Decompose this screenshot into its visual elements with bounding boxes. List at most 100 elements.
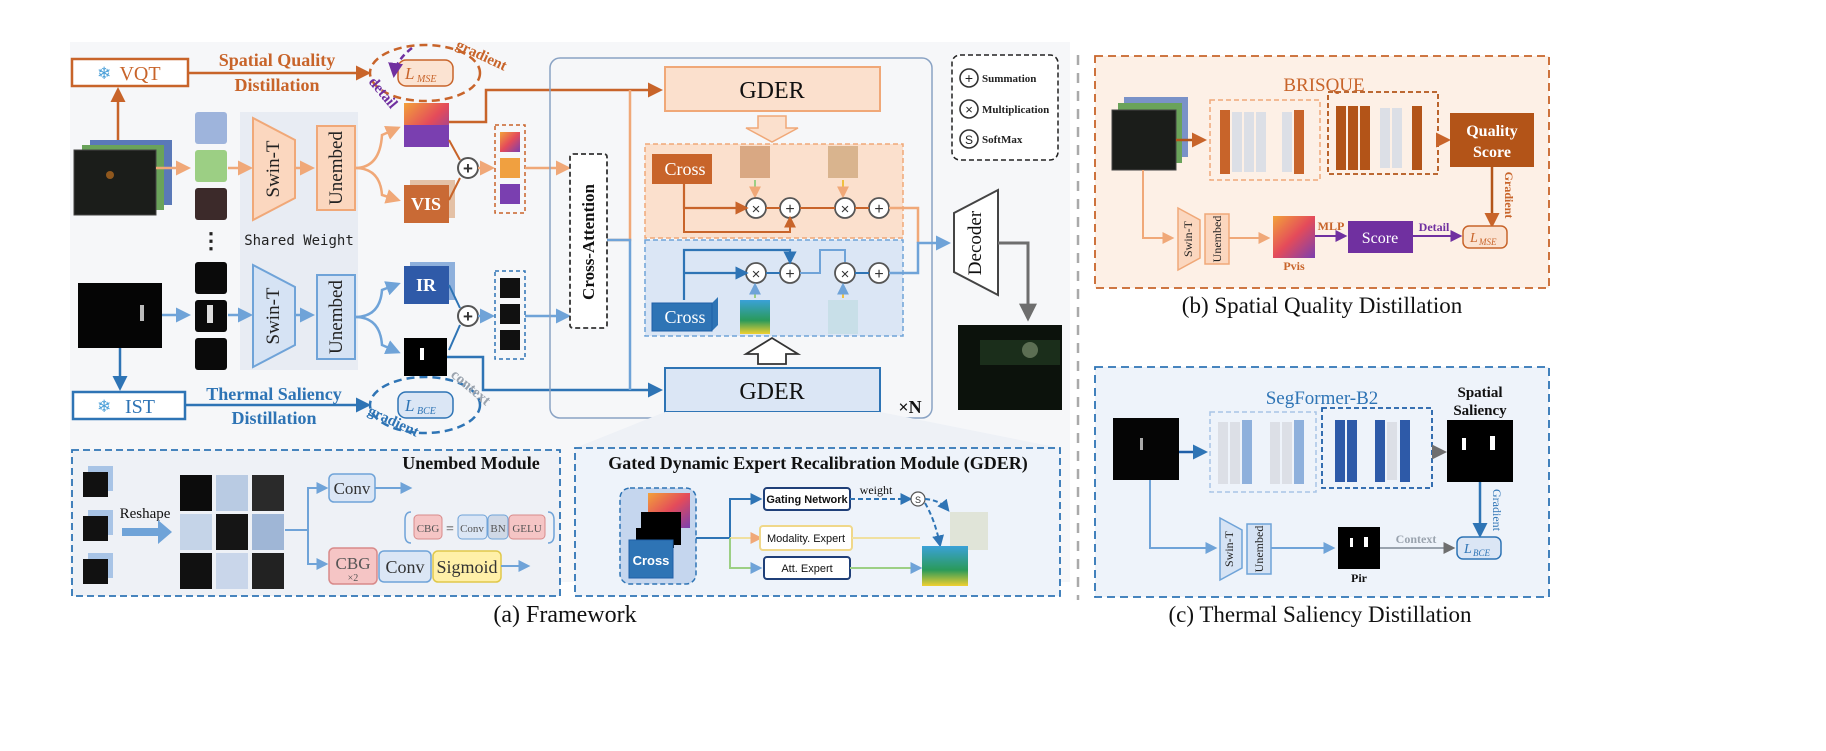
seg-layer-7 xyxy=(1335,420,1345,482)
cbg-def-label: CBG xyxy=(417,523,440,535)
cross-ir-label: Cross xyxy=(664,307,705,327)
c-swin-t xyxy=(1219,516,1243,582)
sum-icon-ir-2-glyph: + xyxy=(874,266,883,283)
seg-layer-6 xyxy=(1294,420,1304,484)
snowflake-icon: ❄ xyxy=(97,64,111,83)
gder-output-map xyxy=(922,546,968,586)
brisque-layer-1 xyxy=(1220,110,1230,174)
sum-icon-vis-glyph: + xyxy=(463,159,473,178)
c-loss-symbol: L xyxy=(1463,542,1472,557)
snowflake-icon-ist: ❄ xyxy=(97,397,111,416)
cross-attention-block xyxy=(569,153,608,329)
swin-t-ir xyxy=(252,263,296,369)
cbg-conv-box xyxy=(457,514,488,540)
fused-ir-3 xyxy=(500,330,520,350)
legend-multiplication: Multiplication xyxy=(982,104,1049,116)
sum-icon-ir-glyph: + xyxy=(463,307,473,326)
to-att-arrow xyxy=(729,538,763,574)
brisque-layer-4 xyxy=(1256,112,1266,172)
seg-to-sum-line xyxy=(448,139,461,161)
cbg-bn-label: BN xyxy=(490,523,505,535)
sum-icon-ir-1-glyph: + xyxy=(785,266,794,283)
multiplication-icon-glyph: × xyxy=(965,102,973,117)
seg-layer-10 xyxy=(1387,422,1397,480)
fused-vis-3 xyxy=(500,184,520,204)
gder-zoom-funnel xyxy=(575,412,1060,448)
gder-top-label: GDER xyxy=(739,78,804,104)
vqt-label: VQT xyxy=(119,63,160,85)
vis-to-sum-line xyxy=(448,177,461,201)
unembed-ir-label: Unembed xyxy=(326,280,347,354)
patch-ir-1 xyxy=(195,262,227,294)
unembed-vis-label: Unembed xyxy=(326,131,347,205)
fused-ir-1 xyxy=(500,278,520,298)
gder-weight-map xyxy=(950,512,988,550)
decoder-label: Decoder xyxy=(965,210,986,275)
brisque-layers xyxy=(1220,106,1422,174)
grid-cell-4 xyxy=(180,514,212,550)
ir-ops-row: × + × + xyxy=(745,262,890,284)
patch-ir-3 xyxy=(195,338,227,370)
pir-figure-1 xyxy=(1350,538,1353,547)
cbg-label: CBG xyxy=(336,554,371,573)
b-gradient-label: Gradient xyxy=(1502,172,1516,219)
bce-loss-ellipse xyxy=(368,375,482,435)
b-swin-t xyxy=(1177,206,1201,272)
cbg-box xyxy=(328,547,378,585)
modality-expert-label: Modality. Expert xyxy=(767,533,845,545)
pvis-label: Pvis xyxy=(1283,259,1305,273)
c-gradient-label: Gradient xyxy=(1490,489,1504,532)
ir-to-sum-line xyxy=(448,284,461,309)
score-box xyxy=(1348,221,1413,253)
seg-layer-9 xyxy=(1375,420,1385,482)
conv-label-2: Conv xyxy=(385,557,424,577)
vis-feature-label: VIS xyxy=(411,194,441,214)
tsd-label-2: Distillation xyxy=(231,408,316,428)
irseg-to-gder-arrow xyxy=(447,355,663,398)
um-tok-2 xyxy=(83,516,108,541)
vqt-box xyxy=(70,57,190,88)
vis-out-line xyxy=(889,206,920,243)
b-input-to-swin-arrow xyxy=(1142,170,1175,244)
patch-dark xyxy=(195,188,227,220)
reshape-label: Reshape xyxy=(120,506,171,522)
vis-input-image xyxy=(73,149,157,216)
grid-to-cbg-arrow xyxy=(307,530,329,570)
mult-icon-ir-1-glyph: × xyxy=(752,266,761,283)
unembed-module-title: Unembed Module xyxy=(402,453,540,473)
summation-icon-glyph: + xyxy=(965,70,973,86)
patch-ir-figure xyxy=(207,305,213,323)
gating-network-label: Gating Network xyxy=(766,494,848,506)
ir-residual-arrow xyxy=(682,248,797,300)
unembed-to-vis-arrow xyxy=(354,166,401,204)
tsd-label-1: Thermal Saliency xyxy=(206,384,342,404)
unembed-vis xyxy=(316,125,356,211)
ir-seg-map xyxy=(404,338,447,376)
conv-box-2 xyxy=(378,550,432,583)
fused-output-image xyxy=(958,325,1062,410)
decoder-to-output-arrow xyxy=(998,241,1037,322)
ir-input-figure xyxy=(140,305,144,321)
b-detail-label: Detail xyxy=(1419,220,1450,234)
grid-cell-8 xyxy=(216,553,248,589)
softmax-to-map-arrow xyxy=(924,498,950,512)
c-input-image xyxy=(1113,418,1179,480)
um-tok-1 xyxy=(83,472,108,497)
b-input-image xyxy=(1111,109,1177,171)
quality-score-label-2: Score xyxy=(1473,144,1511,161)
legend-summation: Summation xyxy=(982,73,1036,85)
mse-loss-symbol: L xyxy=(404,64,414,83)
grid-cell-2 xyxy=(216,475,248,511)
pir-label: Pir xyxy=(1351,571,1368,585)
brisque-layer-6 xyxy=(1294,110,1304,174)
c-unembed xyxy=(1246,523,1272,575)
fused-vis-1 xyxy=(500,132,520,152)
cbg-equals: = xyxy=(446,522,454,537)
gder-top-down-arrow xyxy=(745,115,799,143)
vis-seg-map-bottom xyxy=(404,125,449,147)
ir-out-to-decoder-arrow xyxy=(889,235,951,275)
b-loss-box xyxy=(1462,225,1508,249)
segformer-layers xyxy=(1218,420,1410,484)
seg-layer-2 xyxy=(1230,422,1240,484)
seg-layer-5 xyxy=(1282,422,1292,484)
